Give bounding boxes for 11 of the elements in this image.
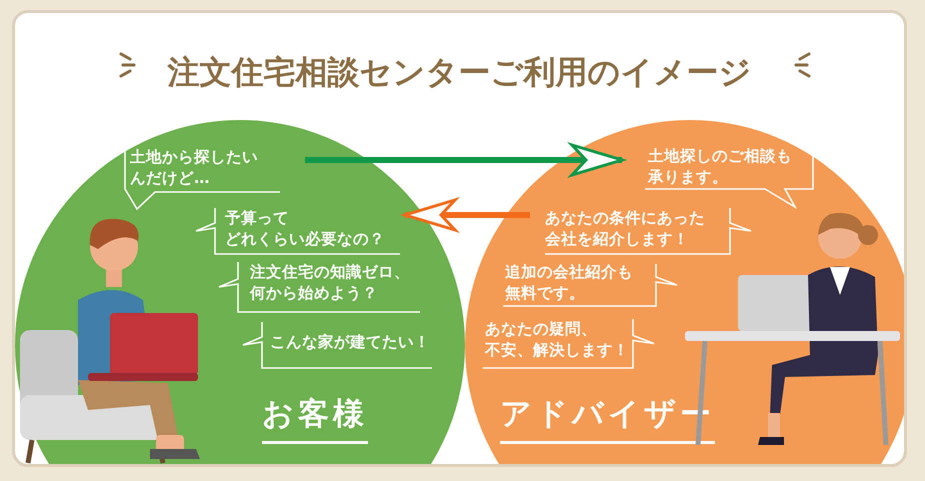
bubble-text: 土地探しのご相談も承ります。 [648,146,792,188]
bubble-text: あなたの条件にあった会社を紹介します！ [545,208,705,250]
diagram-title: 注文住宅相談センターご利用のイメージ [168,53,752,91]
speech-bubble [480,317,655,370]
bubble-text: あなたの疑問、不安、解決します！ [485,319,629,361]
bubble-text: こんな家が建てたい！ [270,332,430,353]
bubble-text: 予算ってどれくらい必要なの？ [225,208,385,250]
bubble-text: 土地から探したいんだけど… [130,147,258,189]
bubble-text: 注文住宅の知識ゼロ、何から始めよう？ [250,262,410,304]
bubble-text: 追加の会社紹介も無料です。 [505,262,633,304]
circle-label: お客様 [262,393,368,444]
